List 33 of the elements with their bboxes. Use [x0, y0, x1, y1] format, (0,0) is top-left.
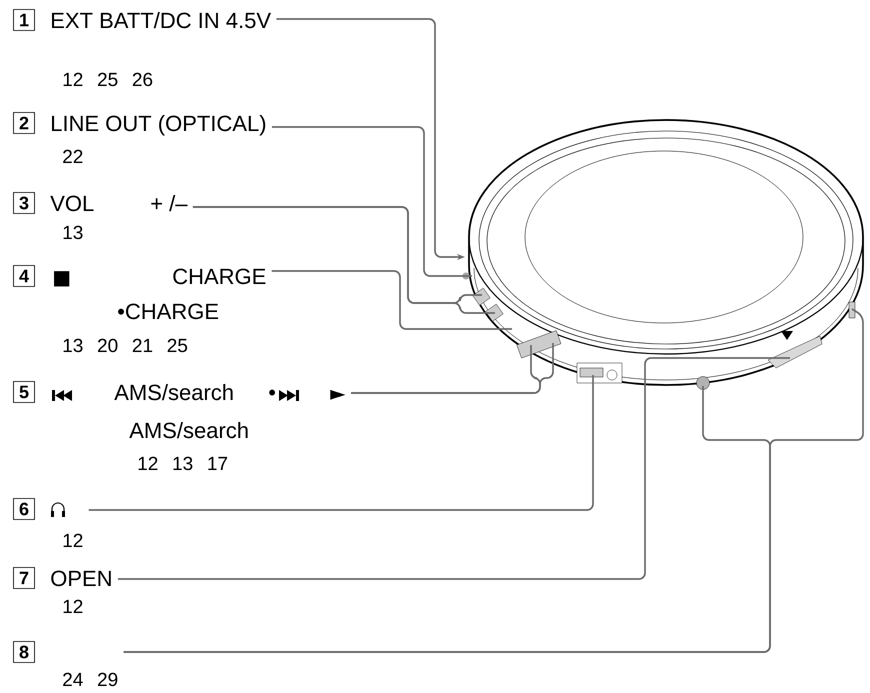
callout-number: 8: [13, 641, 35, 663]
callout-number: 7: [13, 567, 35, 589]
callout-number: 2: [13, 112, 35, 134]
button-symbol: •: [269, 390, 275, 396]
part-label: •CHARGE: [118, 304, 218, 320]
part-label: LINE OUT (OPTICAL): [52, 115, 266, 136]
page-reference: 24 29: [63, 672, 118, 686]
page-reference: 12: [64, 534, 82, 547]
part-label: AMS/search: [129, 422, 248, 438]
leader-line: [124, 308, 864, 653]
callout-number: 3: [13, 192, 35, 214]
part-label: AMS/search: [114, 384, 233, 400]
leader-line: [272, 270, 512, 330]
callout-number: 4: [13, 265, 35, 287]
callout-number: 6: [13, 498, 35, 520]
part-label: EXT BATT/DC IN 4.5V: [52, 12, 271, 28]
leader-line: [118, 357, 790, 580]
page-reference: 12 25 26: [64, 72, 152, 86]
part-label: CHARGE: [173, 268, 266, 284]
leader-line: [88, 375, 594, 511]
page-reference: 12: [64, 600, 82, 613]
button-symbol: ■: [54, 271, 70, 286]
part-label: VOL: [50, 196, 94, 212]
leader-line: [272, 126, 472, 277]
page-reference: 12 13 17: [138, 456, 228, 470]
page-reference: 13: [64, 226, 82, 240]
callout-number: 1: [13, 9, 35, 31]
part-label: + /–: [151, 195, 188, 212]
page-reference: 13 20 21 25: [64, 338, 188, 352]
callout-number: 5: [13, 381, 35, 403]
part-label: OPEN: [51, 570, 111, 586]
page-reference: 22: [63, 150, 82, 163]
button-symbol: ►: [330, 390, 346, 400]
